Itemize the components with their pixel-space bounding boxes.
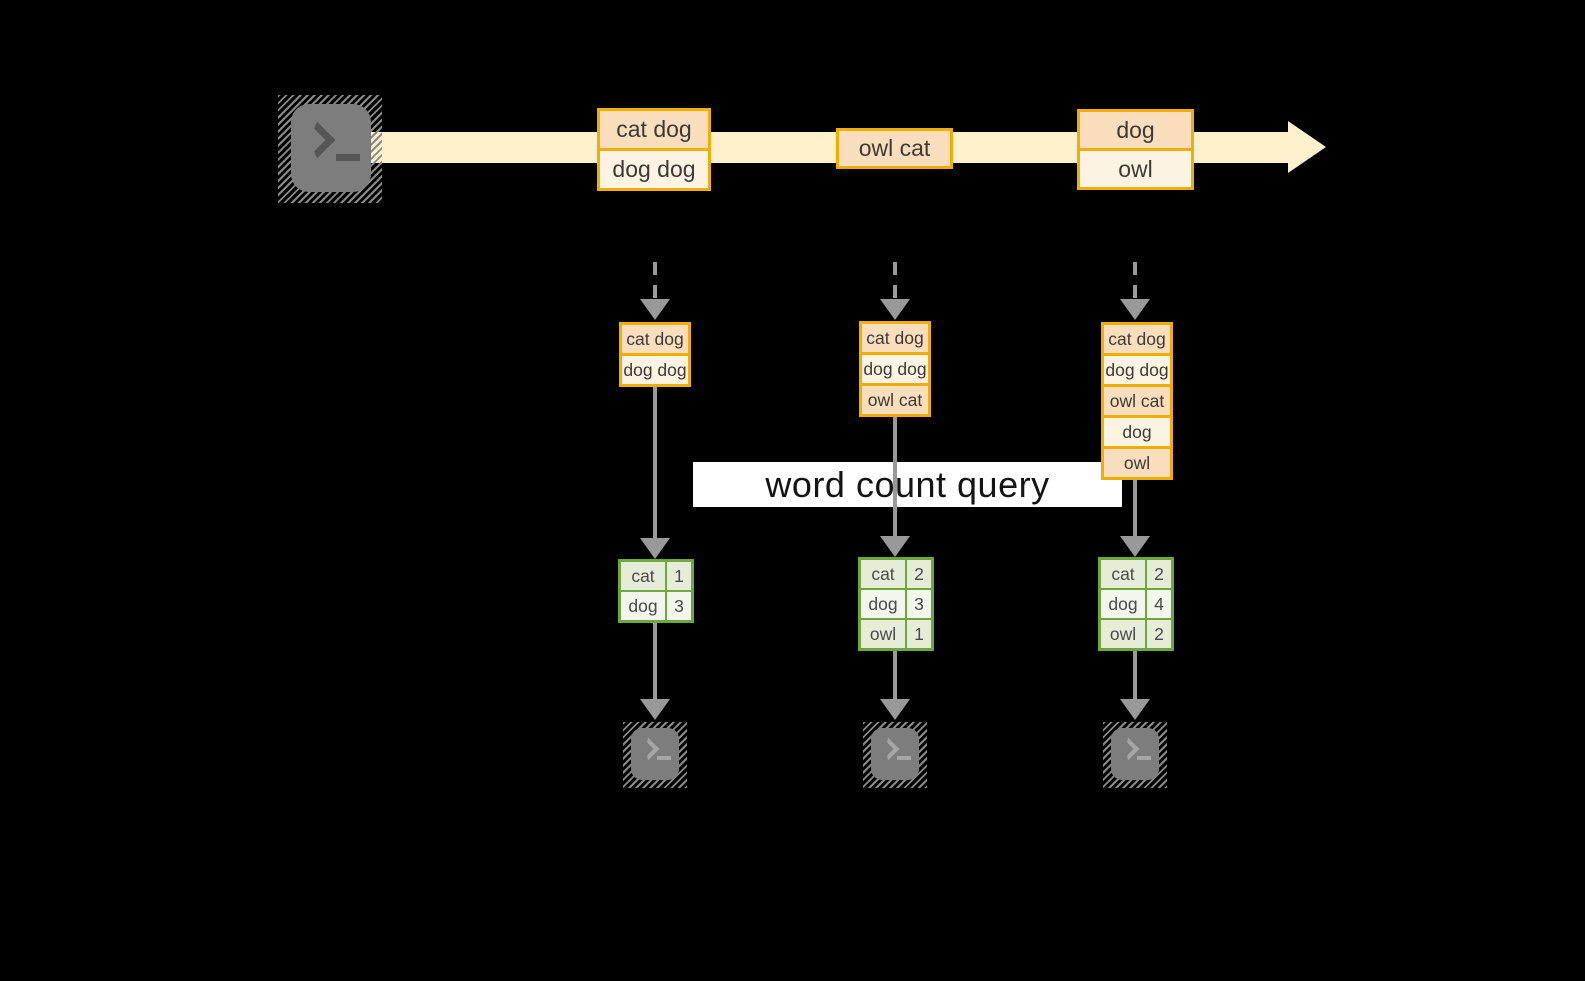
count-word-cell: cat [621, 562, 665, 590]
count-word-cell: dog [621, 592, 665, 620]
prompt-chevron-icon [1116, 737, 1140, 761]
prompt-underscore-icon [657, 756, 671, 760]
batch-row: owl cat [1104, 384, 1170, 415]
terminal-icon [1103, 722, 1167, 788]
stream-event-text: owl [1080, 148, 1191, 187]
query-arrowhead-icon [1120, 536, 1150, 557]
prompt-underscore-icon [897, 756, 911, 760]
prompt-underscore-icon [336, 154, 360, 161]
terminal-icon [863, 722, 927, 788]
count-result-table: cat 2 dog 3 owl 1 [858, 557, 934, 651]
batch-input-box: cat dog dog dog owl cat [859, 321, 931, 417]
stream-event-box: owl cat [836, 128, 953, 169]
count-value-cell: 1 [907, 620, 931, 648]
output-arrowhead-icon [640, 699, 670, 720]
output-arrow-stem [893, 651, 897, 700]
stream-event-box: cat dog dog dog [597, 108, 711, 191]
count-word-cell: dog [1101, 590, 1145, 618]
output-arrowhead-icon [880, 699, 910, 720]
batch-row: cat dog [862, 324, 928, 352]
prompt-underscore-icon [1137, 756, 1151, 760]
count-value-cell: 4 [1147, 590, 1171, 618]
prompt-chevron-icon [636, 737, 660, 761]
stream-arrowhead-icon [1288, 121, 1326, 173]
trigger-arrow-stem [653, 262, 657, 300]
stream-event-text: cat dog [600, 111, 708, 148]
trigger-arrow-stem [893, 262, 897, 300]
count-word-cell: owl [861, 620, 905, 648]
query-arrowhead-icon [880, 536, 910, 557]
batch-row: owl cat [862, 383, 928, 414]
count-word-cell: owl [1101, 620, 1145, 648]
batch-row: dog [1104, 415, 1170, 446]
prompt-chevron-icon [876, 737, 900, 761]
count-value-cell: 3 [907, 590, 931, 618]
stream-event-text: dog [1080, 112, 1191, 148]
count-word-cell: dog [861, 590, 905, 618]
query-arrowhead-icon [640, 538, 670, 559]
trigger-arrowhead-icon [1120, 299, 1150, 320]
query-arrow-stem [893, 417, 897, 537]
stream-event-box: dog owl [1077, 109, 1194, 190]
trigger-arrowhead-icon [640, 299, 670, 320]
batch-input-box: cat dog dog dog owl cat dog owl [1101, 322, 1173, 480]
stream-event-text: owl cat [839, 131, 950, 166]
batch-row: owl [1104, 446, 1170, 477]
output-arrow-stem [1133, 651, 1137, 700]
terminal-icon [278, 95, 382, 203]
count-result-table: cat 1 dog 3 [618, 559, 694, 623]
query-label-banner: word count query [693, 462, 1122, 507]
count-value-cell: 2 [907, 560, 931, 588]
count-value-cell: 2 [1147, 620, 1171, 648]
batch-row: cat dog [622, 325, 688, 353]
query-arrow-stem [653, 387, 657, 539]
stream-event-text: dog dog [600, 148, 708, 188]
batch-row: cat dog [1104, 325, 1170, 353]
prompt-chevron-icon [298, 121, 336, 159]
terminal-icon [623, 722, 687, 788]
count-word-cell: cat [861, 560, 905, 588]
batch-row: dog dog [862, 352, 928, 383]
trigger-arrowhead-icon [880, 299, 910, 320]
count-word-cell: cat [1101, 560, 1145, 588]
query-arrow-stem [1133, 480, 1137, 537]
batch-row: dog dog [1104, 353, 1170, 384]
batch-row: dog dog [622, 353, 688, 384]
count-value-cell: 1 [667, 562, 691, 590]
count-value-cell: 3 [667, 592, 691, 620]
query-label: word count query [765, 463, 1050, 505]
output-arrowhead-icon [1120, 699, 1150, 720]
count-result-table: cat 2 dog 4 owl 2 [1098, 557, 1174, 651]
count-value-cell: 2 [1147, 560, 1171, 588]
output-arrow-stem [653, 623, 657, 700]
trigger-arrow-stem [1133, 262, 1137, 300]
batch-input-box: cat dog dog dog [619, 322, 691, 387]
